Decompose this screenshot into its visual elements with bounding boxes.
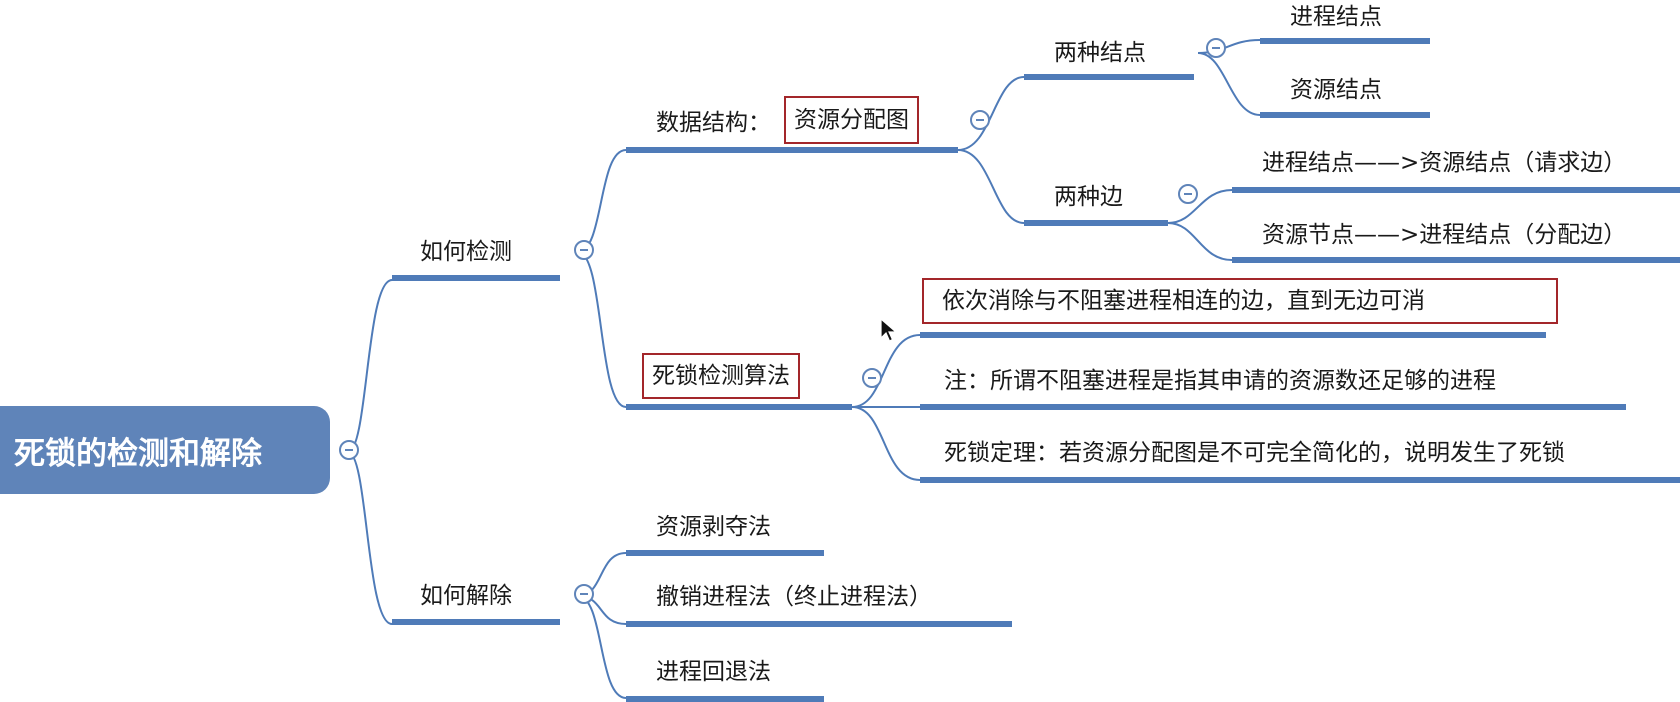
deadlock-theorem-underline (920, 477, 1680, 483)
detection-algorithm-underline (626, 404, 852, 410)
mouse-pointer-icon (880, 318, 898, 342)
detect-underline (392, 275, 560, 281)
two-nodes-label[interactable]: 两种结点 (1054, 40, 1146, 66)
data-structure-underline (626, 147, 958, 153)
collapse-minus-icon[interactable] (1206, 38, 1226, 58)
algorithm-step-1[interactable]: 依次消除与不阻塞进程相连的边，直到无边可消 (922, 278, 1558, 324)
request-edge-underline (1232, 187, 1680, 193)
resource-preemption-underline (626, 550, 824, 556)
request-edge-leaf[interactable]: 进程结点——>资源结点（请求边） (1262, 150, 1627, 176)
root-node[interactable]: 死锁的检测和解除 (0, 406, 330, 494)
terminate-process-underline (626, 621, 1012, 627)
two-edges-label[interactable]: 两种边 (1054, 184, 1123, 210)
assignment-edge-leaf[interactable]: 资源节点——>进程结点（分配边） (1262, 222, 1627, 248)
collapse-minus-icon[interactable] (1178, 184, 1198, 204)
two-edges-underline (1024, 220, 1168, 226)
resolve-underline (392, 619, 560, 625)
process-rollback-underline (626, 696, 824, 702)
algorithm-step-1-underline (920, 332, 1546, 338)
collapse-minus-icon[interactable] (574, 240, 594, 260)
process-rollback-leaf[interactable]: 进程回退法 (656, 659, 771, 685)
resource-preemption-leaf[interactable]: 资源剥夺法 (656, 514, 771, 540)
collapse-minus-icon[interactable] (862, 368, 882, 388)
resource-node-underline (1260, 112, 1430, 118)
data-structure-highlight[interactable]: 资源分配图 (784, 96, 919, 144)
algorithm-note[interactable]: 注：所谓不阻塞进程是指其申请的资源数还足够的进程 (944, 368, 1496, 394)
collapse-minus-icon[interactable] (574, 584, 594, 604)
two-nodes-underline (1024, 74, 1194, 80)
process-node-leaf[interactable]: 进程结点 (1290, 4, 1382, 30)
resolve-label[interactable]: 如何解除 (420, 583, 512, 609)
terminate-process-leaf[interactable]: 撤销进程法（终止进程法） (656, 584, 932, 610)
algorithm-note-underline (920, 404, 1626, 410)
detection-algorithm-label[interactable]: 死锁检测算法 (642, 353, 800, 399)
assignment-edge-underline (1232, 257, 1680, 263)
detect-label[interactable]: 如何检测 (420, 239, 512, 265)
deadlock-theorem[interactable]: 死锁定理：若资源分配图是不可完全简化的，说明发生了死锁 (944, 440, 1565, 466)
root-label: 死锁的检测和解除 (14, 435, 262, 472)
data-structure-label[interactable]: 数据结构： (656, 110, 771, 136)
resource-node-leaf[interactable]: 资源结点 (1290, 77, 1382, 103)
collapse-minus-icon[interactable] (339, 440, 359, 460)
process-node-underline (1260, 38, 1430, 44)
collapse-minus-icon[interactable] (970, 110, 990, 130)
